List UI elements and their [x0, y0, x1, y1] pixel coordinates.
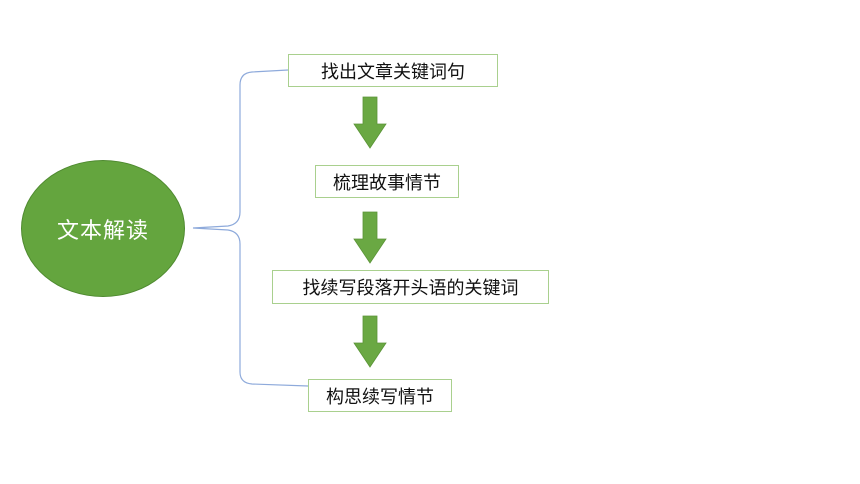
down-arrow-1	[353, 96, 387, 149]
central-topic-node: 文本解读	[21, 160, 185, 297]
step-find-keywords: 找出文章关键词句	[288, 54, 498, 87]
step-conceive-continuation: 构思续写情节	[308, 379, 452, 412]
step-find-opening-keywords: 找续写段落开头语的关键词	[272, 270, 549, 304]
bracket-connector	[192, 69, 309, 387]
down-arrow-3	[353, 315, 387, 368]
down-arrow-2	[353, 211, 387, 264]
step-sort-plot: 梳理故事情节	[315, 165, 459, 198]
